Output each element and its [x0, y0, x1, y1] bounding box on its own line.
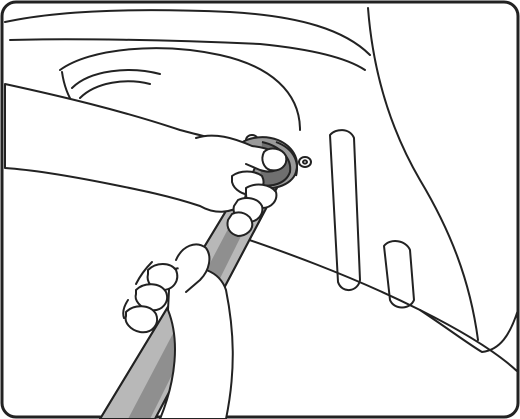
door-arc: [59, 47, 301, 131]
upper-hand: [4, 83, 288, 237]
lower-finger-2: [134, 283, 168, 312]
lower-thumb: [175, 243, 211, 293]
lower-finger-1: [146, 263, 179, 291]
lower-hand: [122, 243, 234, 419]
lower-forearm: [159, 266, 234, 419]
floor-line: [219, 229, 519, 373]
upper-finger-4: [226, 211, 254, 237]
upper-finger-tip: [261, 147, 288, 172]
machine-top-edge: [4, 9, 371, 56]
front-slot-2: [383, 240, 415, 309]
door-porthole: [71, 69, 161, 89]
machine-right-edge: [367, 7, 479, 341]
screw-hole-2: [298, 156, 312, 168]
front-slot-1: [329, 129, 361, 291]
foot-edge: [419, 309, 519, 353]
lower-finger-3: [124, 305, 158, 334]
